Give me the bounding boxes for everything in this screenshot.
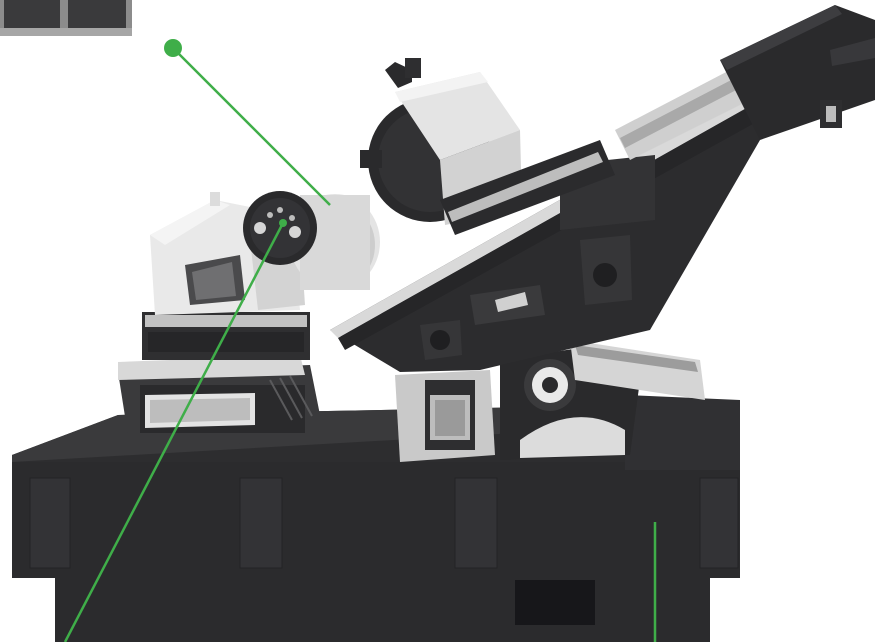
callout-chuck	[63, 219, 287, 642]
turret	[360, 58, 615, 235]
slant-bed	[330, 70, 760, 372]
callout-dot	[164, 39, 182, 57]
motor	[720, 5, 875, 140]
guide-rail	[570, 340, 705, 400]
inset-thumbnail	[0, 0, 132, 36]
left-spindle-stand	[118, 192, 325, 448]
callout-spindle-housing	[164, 39, 331, 206]
callout-anchor	[279, 219, 287, 227]
